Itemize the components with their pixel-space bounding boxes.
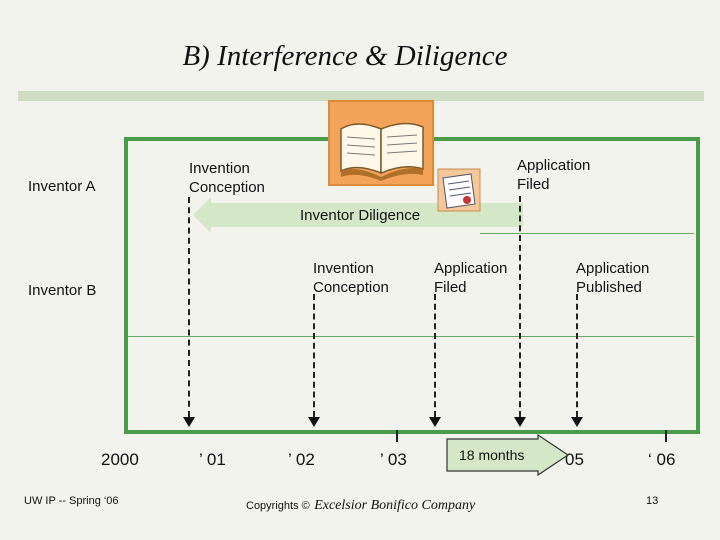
marker-line-a-filed: [519, 196, 521, 417]
inventor-b-conception-line1: Invention: [313, 260, 374, 277]
inventor-b-conception-label: Invention Conception: [313, 259, 389, 297]
marker-arrow-a-filed: [514, 417, 526, 427]
copyright-prefix: Copyrights ©: [246, 500, 310, 512]
inventor-b-label: Inventor B: [28, 282, 97, 299]
inventor-a-conception-line1: Invention: [189, 160, 250, 177]
year-03: ’ 03: [380, 450, 407, 469]
inventor-b-published-line1: Application: [576, 260, 650, 277]
year-2000: 2000: [101, 450, 139, 469]
slide-title: B) Interference & Diligence: [182, 40, 508, 72]
title-rule: [18, 91, 704, 101]
open-book-icon: [328, 100, 434, 186]
marker-arrow-a-conception: [183, 417, 195, 427]
inventor-diligence-label: Inventor Diligence: [300, 207, 421, 224]
tick-03: [396, 430, 398, 442]
marker-arrow-b-filed: [429, 417, 441, 427]
marker-line-a-conception: [188, 197, 190, 417]
eighteen-months-label: 18 months: [459, 447, 525, 463]
year-06: ‘ 06: [648, 450, 676, 469]
tick-06: [665, 430, 667, 442]
inventor-a-conception-line2: Conception: [189, 179, 265, 196]
inventor-a-label: Inventor A: [28, 178, 96, 195]
footer-copyright: Copyrights © Excelsior Bonifico Company: [246, 496, 475, 514]
inventor-b-published-label: Application Published: [576, 259, 649, 297]
inventor-b-filed-line1: Application: [434, 260, 508, 277]
footer-course: UW IP -- Spring ‘06: [24, 495, 119, 507]
marker-arrow-b-conception: [308, 417, 320, 427]
marker-line-b-conception: [313, 294, 315, 417]
inventor-b-filed-label: Application Filed: [434, 259, 507, 297]
inventor-b-conception-line2: Conception: [313, 279, 389, 296]
inventor-a-filed-label: Application Filed: [517, 156, 590, 194]
marker-arrow-b-published: [571, 417, 583, 427]
inventor-a-filed-line1: Application: [517, 157, 591, 174]
inventor-b-filed-line2: Filed: [434, 279, 467, 296]
year-02: ’ 02: [288, 450, 315, 469]
marker-line-b-filed: [434, 294, 436, 417]
row-divider-a: [480, 233, 694, 234]
page-number: 13: [646, 495, 659, 507]
marker-line-b-published: [576, 294, 578, 417]
copyright-company: Excelsior Bonifico Company: [314, 498, 476, 513]
eighteen-months-arrow: [446, 434, 570, 476]
year-01: ’ 01: [199, 450, 226, 469]
inventor-b-published-line2: Published: [576, 279, 642, 296]
year-05: 05: [565, 450, 584, 469]
row-divider-b: [128, 336, 694, 337]
document-icon: [437, 168, 481, 212]
inventor-a-filed-line2: Filed: [517, 176, 550, 193]
inventor-a-conception-label: Invention Conception: [189, 159, 265, 197]
